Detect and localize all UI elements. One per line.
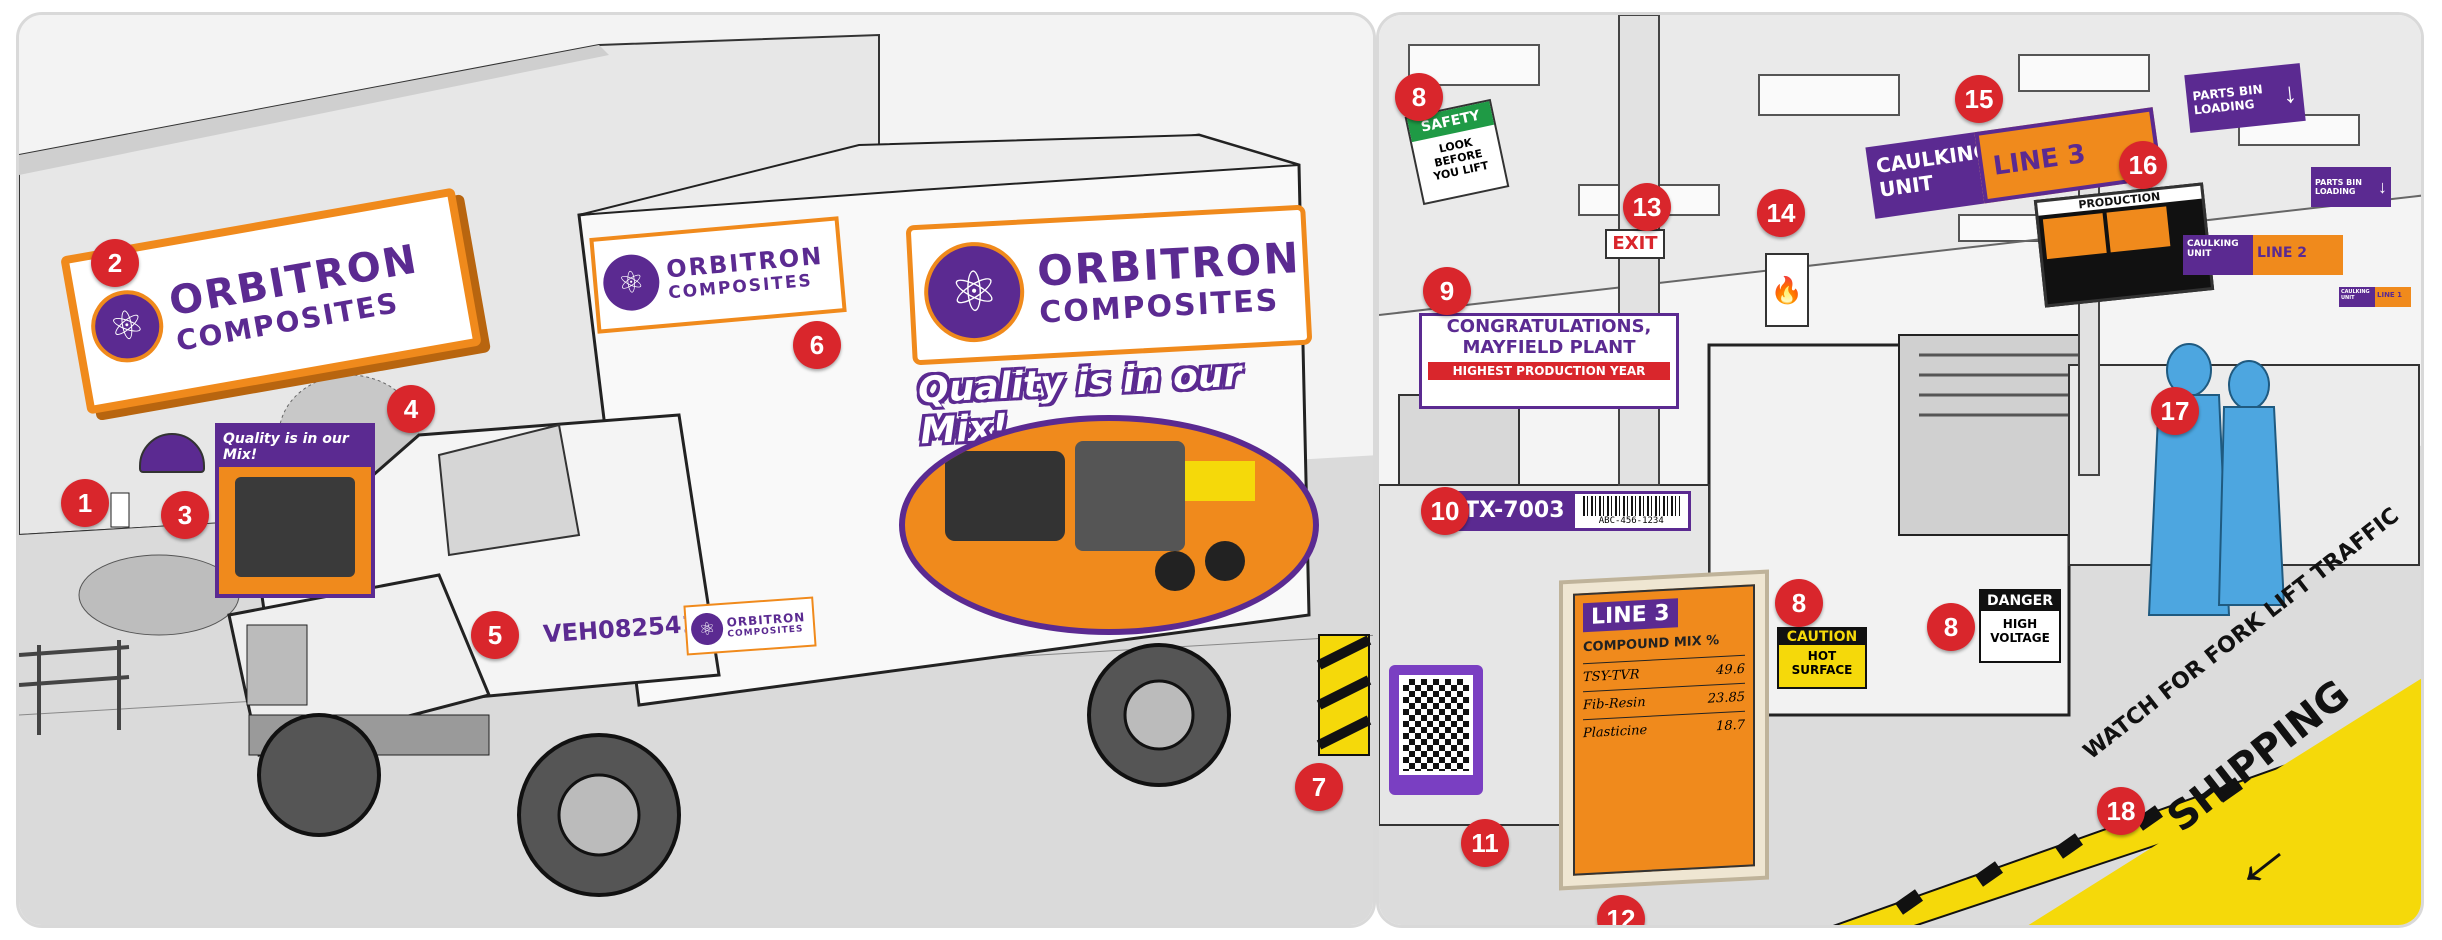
callout-8: 8: [1395, 73, 1443, 121]
cab-door-logo: ⚛ ORBITRON COMPOSITES: [683, 596, 817, 656]
callout-7: 7: [1295, 763, 1343, 811]
a-frame-row-name: TSY-TVR: [1583, 667, 1640, 686]
a-frame-line: LINE 3: [1583, 598, 1678, 633]
a-frame-row-value: 18.7: [1716, 717, 1745, 735]
banner-line1: CONGRATULATIONS,: [1446, 316, 1652, 337]
callout-17: 17: [2151, 387, 2199, 435]
callout-2: 2: [91, 239, 139, 287]
a-frame-title: COMPOUND MIX %: [1583, 633, 1720, 656]
parts-bin-label-small: PARTS BIN LOADING: [2315, 178, 2362, 196]
a-frame-row-value: 49.6: [1716, 661, 1745, 679]
banner-line3: HIGHEST PRODUCTION YEAR: [1428, 362, 1670, 380]
danger-sign: DANGER HIGH VOLTAGE: [1979, 589, 2061, 663]
callout-5: 5: [471, 611, 519, 659]
a-frame-row-name: Fib-Resin: [1583, 694, 1646, 714]
callout-8b: 8: [1775, 579, 1823, 627]
caulking-line-label-tiny: LINE 1: [2375, 287, 2411, 307]
congratulations-banner: CONGRATULATIONS, MAYFIELD PLANT HIGHEST …: [1419, 313, 1679, 409]
callout-18: 18: [2097, 787, 2145, 835]
qr-tag: [1389, 665, 1483, 795]
danger-sign-top: DANGER: [1981, 591, 2059, 611]
caulking-unit-label-tiny: CAULKING UNIT: [2339, 287, 2375, 307]
exterior-scene-panel: ⚛ ORBITRON COMPOSITES Quality is in our …: [16, 12, 1376, 928]
arrow-down-icon: ↓: [2281, 76, 2299, 109]
machine-tag-code: ABC-456-1234: [1598, 516, 1664, 526]
parts-bin-sign-small: PARTS BIN LOADING ↓: [2311, 167, 2391, 207]
caution-sign-top: CAUTION: [1779, 629, 1865, 645]
callout-9: 9: [1423, 267, 1471, 315]
interior-scene-panel: SAFETY LOOK BEFORE YOU LIFT EXIT CONGRAT…: [1376, 12, 2424, 928]
callout-14: 14: [1757, 189, 1805, 237]
caution-sign: CAUTION HOT SURFACE: [1777, 627, 1867, 689]
parts-bin-label: PARTS BIN LOADING: [2191, 82, 2264, 118]
caulking-unit-sign-line1: CAULKING UNIT LINE 1: [2339, 287, 2411, 307]
truck-side-graphic: ⚛ ORBITRON COMPOSITES: [905, 204, 1313, 366]
callout-15: 15: [1955, 75, 2003, 123]
caution-sign-bottom: HOT SURFACE: [1791, 649, 1853, 677]
machine-tag-id: TX-7003: [1454, 494, 1575, 528]
banner-line2: MAYFIELD PLANT: [1462, 337, 1636, 358]
a-frame-row-value: 23.85: [1707, 689, 1745, 707]
a-frame-row-name: Plasticine: [1583, 722, 1648, 742]
fire-warning-sign: 🔥: [1765, 253, 1809, 327]
callout-1: 1: [61, 479, 109, 527]
exit-sign: EXIT: [1605, 229, 1665, 259]
caulking-unit-label: CAULKING UNIT: [1865, 132, 1991, 219]
callout-10: 10: [1421, 487, 1469, 535]
window-poster: Quality is in our Mix!: [215, 423, 375, 598]
a-frame-sign: LINE 3 COMPOUND MIX % TSY-TVR 49.6 Fib-R…: [1559, 569, 1769, 891]
a-frame-row: Plasticine 18.7: [1583, 710, 1745, 742]
a-frame-row: TSY-TVR 49.6: [1583, 654, 1745, 686]
caulking-unit-sign-line2: CAULKING UNIT LINE 2: [2183, 235, 2343, 275]
callout-4: 4: [387, 385, 435, 433]
callout-8c: 8: [1927, 603, 1975, 651]
truck-side-product-oval: [899, 415, 1319, 635]
callout-6: 6: [793, 321, 841, 369]
window-poster-slogan: Quality is in our Mix!: [219, 427, 371, 467]
atom-logo-icon: ⚛: [85, 284, 169, 369]
machine-tag: TX-7003 ABC-456-1234: [1451, 491, 1691, 531]
atom-logo-icon: ⚛: [690, 611, 725, 647]
danger-sign-bottom: HIGH VOLTAGE: [1990, 617, 2050, 645]
atom-logo-icon: ⚛: [921, 239, 1027, 345]
callout-16: 16: [2119, 141, 2167, 189]
qr-code-icon: [1399, 675, 1473, 775]
atom-logo-icon: ⚛: [600, 252, 662, 313]
a-frame-row: Fib-Resin 23.85: [1583, 682, 1745, 714]
parts-bin-sign: PARTS BIN LOADING ↓: [2184, 63, 2306, 133]
caulking-unit-label-small: CAULKING UNIT: [2183, 235, 2253, 275]
barcode-icon: [1582, 496, 1680, 516]
arrow-down-icon: ↓: [2378, 176, 2387, 197]
callout-13: 13: [1623, 183, 1671, 231]
caulking-line-label-small: LINE 2: [2253, 235, 2343, 275]
callout-3: 3: [161, 491, 209, 539]
callout-11: 11: [1461, 819, 1509, 867]
